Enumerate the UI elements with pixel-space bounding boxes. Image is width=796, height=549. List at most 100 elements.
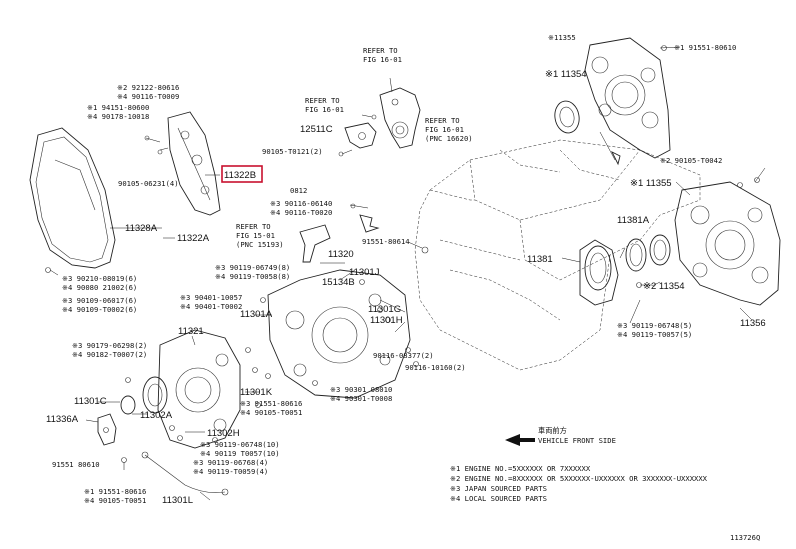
front-case-11321[interactable] (157, 329, 241, 449)
note-1: ※1 ENGINE NO.=5XXXXXX OR 7XXXXXX (450, 464, 591, 473)
label-90119-T0057-5[interactable]: ※4 90119-T0057(5) (617, 330, 692, 339)
label-90301-T0008[interactable]: ※4 90301-T0008 (330, 394, 392, 403)
label-90105-T0051-b[interactable]: ※4 90105-T0051 (84, 496, 146, 505)
label-refer-c: REFER TO (425, 116, 460, 125)
oil-seal-11354-right[interactable] (649, 234, 671, 266)
timing-cover-11328A[interactable] (29, 127, 116, 269)
label-90119-06748-10[interactable]: ※3 90119-06748(10) (200, 440, 280, 449)
rear-end-plate-right[interactable] (674, 181, 781, 306)
label-11356[interactable]: 11356 (740, 318, 766, 329)
label-11301J[interactable]: 11301J (349, 267, 380, 278)
label-refer-a: REFER TO (363, 46, 398, 55)
label-90401-T0002[interactable]: ※4 90401-T0002 (180, 302, 242, 311)
label-91551-80616[interactable]: ※3 91551-80616 (240, 399, 302, 408)
label-91551-80616-b[interactable]: ※1 91551-80616 (84, 487, 146, 496)
oil-seal-11302A[interactable] (142, 376, 168, 414)
label-11302H[interactable]: 11302H (207, 428, 240, 439)
label-11301L[interactable]: 11301L (162, 495, 193, 506)
label-90182-T0007[interactable]: ※4 90182-T0007(2) (72, 350, 147, 359)
label-0812: 0812 (290, 186, 307, 195)
label-90105-T0051[interactable]: ※4 90105-T0051 (240, 408, 302, 417)
label-11328A[interactable]: 11328A (125, 223, 158, 234)
label-11301H[interactable]: 11301H (370, 315, 403, 326)
timing-case-11320[interactable] (267, 269, 411, 399)
note-4: ※4 LOCAL SOURCED PARTS (450, 494, 547, 503)
oil-seal-11381A[interactable] (625, 238, 647, 272)
label-90119-T0057-10[interactable]: ※4 90119 T0057(10) (200, 449, 280, 458)
label-11302A[interactable]: 11302A (140, 410, 173, 421)
label-11354-top[interactable]: ※1 11354 (545, 69, 587, 80)
label-refer-15b[interactable]: FIG 15-01 (236, 231, 275, 240)
vehicle-front-jp: 車両前方 (538, 426, 567, 435)
vehicle-front-arrow-icon (505, 434, 535, 446)
label-90119-06748-5[interactable]: ※3 90119-06748(5) (617, 321, 692, 330)
label-90080[interactable]: ※4 90080 21002(6) (62, 283, 137, 292)
label-11301A[interactable]: 11301A (240, 309, 273, 320)
label-90178[interactable]: ※4 90178-10018 (87, 112, 149, 121)
label-94151[interactable]: ※1 94151-80600 (87, 103, 149, 112)
label-11381[interactable]: 11381 (527, 254, 553, 265)
label-90116-T0009[interactable]: ※4 90116-T0009 (117, 92, 179, 101)
label-91551-80614[interactable]: 91551-80614 (362, 237, 410, 246)
label-11301C[interactable]: 11301C (74, 396, 107, 407)
label-refer-15c: (PNC 15193) (236, 240, 284, 249)
vehicle-front-label: VEHICLE FRONT SIDE (538, 436, 616, 445)
label-90105-T0121[interactable]: 90105-T0121(2) (262, 147, 323, 156)
label-90116-08377[interactable]: 90116-08377(2) (373, 351, 434, 360)
label-90116-06140[interactable]: ※3 90116-06140 (270, 199, 332, 208)
label-11321[interactable]: 11321 (178, 326, 204, 337)
bolt-markers (125, 182, 743, 443)
label-11322B[interactable]: 11322B (224, 170, 256, 181)
label-90119-06768[interactable]: ※3 90119-06768(4) (193, 458, 268, 467)
label-refer-15: REFER TO (236, 222, 271, 231)
label-90109-06017[interactable]: ※3 90109-06017(6) (62, 296, 137, 305)
label-11301K[interactable]: 11301K (240, 387, 273, 398)
label-11301G[interactable]: 11301G (368, 304, 401, 315)
label-90105-T0042[interactable]: ※2 90105-T0042 (660, 156, 722, 165)
label-refer-b: REFER TO (305, 96, 340, 105)
label-11355-right[interactable]: ※1 11355 (630, 178, 672, 189)
bracket-11336A[interactable] (97, 413, 117, 446)
note-2: ※2 ENGINE NO.=8XXXXXX OR 5XXXXXX-UXXXXXX… (450, 474, 708, 483)
label-90116-T0020[interactable]: ※4 90116-T0020 (270, 208, 332, 217)
label-refer-a2[interactable]: FIG 16-01 (363, 55, 402, 64)
note-3: ※3 JAPAN SOURCED PARTS (450, 484, 547, 493)
label-90119-06749[interactable]: ※3 90119-06749(8) (215, 263, 290, 272)
label-11354-right[interactable]: ※2 11354 (643, 281, 685, 292)
label-90210[interactable]: ※3 90210-08019(6) (62, 274, 137, 283)
leader-lines (85, 174, 753, 501)
label-90119-T0059[interactable]: ※4 90119-T0059(4) (193, 467, 268, 476)
figure-code: 113726Q (730, 533, 760, 542)
label-91551-80610-top[interactable]: ※1 91551-80610 (674, 43, 736, 52)
engine-mount-bracket[interactable] (379, 77, 421, 149)
rear-end-plate-top[interactable] (584, 37, 671, 159)
label-11320[interactable]: 11320 (328, 249, 354, 260)
label-refer-c2[interactable]: FIG 16-01 (425, 125, 464, 134)
part-labels: ※11355 ※1 91551-80610 ※1 11354 REFER TO … (46, 33, 766, 542)
label-11355-top[interactable]: ※11355 (548, 33, 576, 42)
engine-block-outline (414, 139, 701, 371)
label-refer-c3: (PNC 16620) (425, 134, 473, 143)
highlight-box-11322B (221, 165, 263, 183)
label-15134B[interactable]: 15134B (322, 277, 355, 288)
label-refer-b2[interactable]: FIG 16-01 (305, 105, 344, 114)
label-90401-10057[interactable]: ※3 90401-10057 (180, 293, 242, 302)
o-ring-11301C[interactable] (120, 395, 136, 415)
timing-cover-11322B[interactable] (167, 111, 221, 216)
label-11322A[interactable]: 11322A (177, 233, 210, 244)
bracket-12511C[interactable] (338, 122, 377, 157)
label-90301-08010[interactable]: ※3 90301 08010 (330, 385, 392, 394)
label-90105-06231[interactable]: 90105-06231(4) (118, 179, 179, 188)
oil-seal-retainer-11381[interactable] (579, 239, 619, 306)
label-12511C[interactable]: 12511C (300, 124, 333, 135)
label-90116-10160[interactable]: 90116-10160(2) (405, 363, 466, 372)
label-90109-T0002[interactable]: ※4 90109-T0002(6) (62, 305, 137, 314)
label-92122[interactable]: ※2 92122-80616 (117, 83, 179, 92)
label-90119-T0058[interactable]: ※4 90119-T0058(8) (215, 272, 290, 281)
label-11336A[interactable]: 11336A (46, 414, 79, 425)
label-91551-80610[interactable]: 91551 80610 (52, 460, 100, 469)
label-90179-06298[interactable]: ※3 90179-06298(2) (72, 341, 147, 350)
label-11381A[interactable]: 11381A (617, 215, 650, 226)
oil-seal-top[interactable] (552, 99, 581, 135)
